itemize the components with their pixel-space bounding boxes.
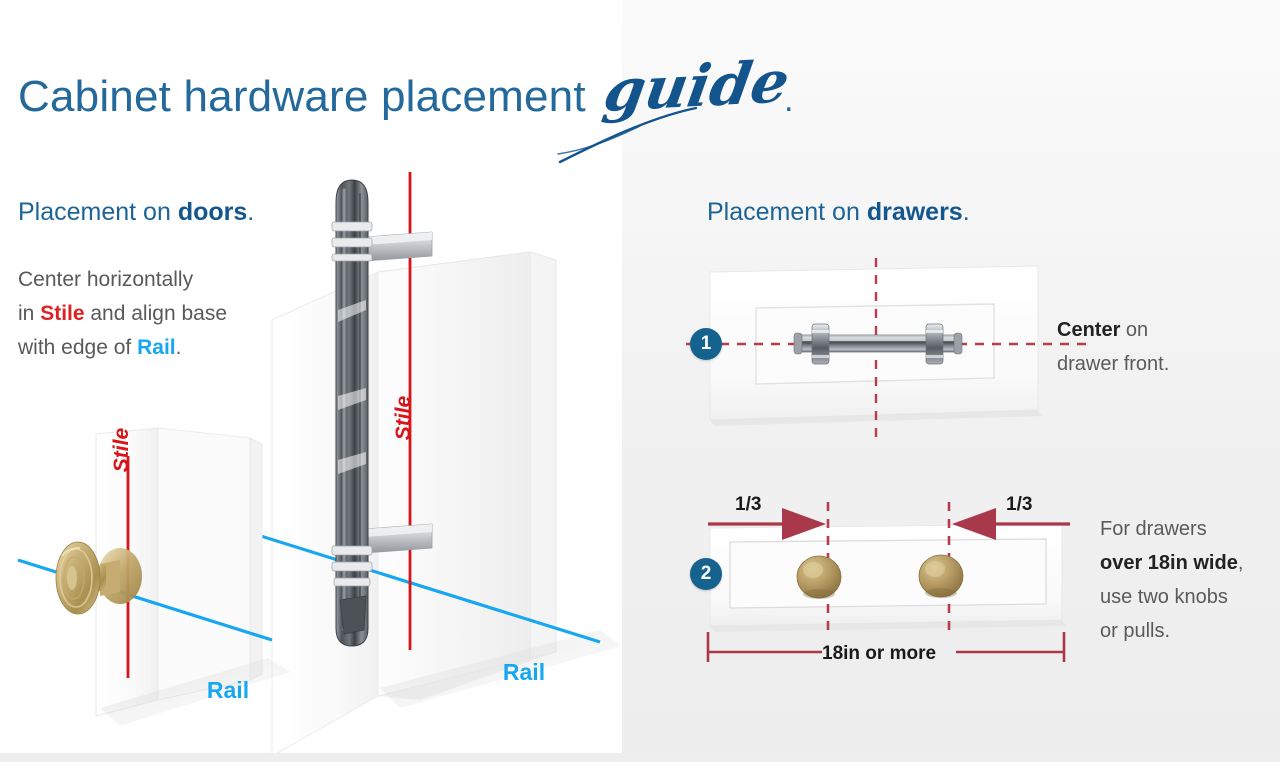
step-2-caption-line-4: or pulls. bbox=[1100, 620, 1171, 642]
door-panel-back bbox=[377, 251, 557, 700]
doors-copy-line-1: Center horizontally bbox=[18, 268, 194, 291]
knob-door-shadow bbox=[100, 658, 290, 726]
step-1-caption-line-1: Center on bbox=[1057, 313, 1257, 347]
label-rail-center: Rail bbox=[503, 659, 545, 685]
step-2-caption-bold: over 18in wide bbox=[1100, 552, 1238, 574]
keyword-rail: Rail bbox=[137, 336, 176, 359]
doors-body-copy: Center horizontally in Stile and align b… bbox=[18, 263, 318, 365]
drawer-step-1-illustration bbox=[686, 258, 1090, 438]
step-2-badge: 2 bbox=[690, 558, 722, 590]
label-stile-center: Stile bbox=[392, 396, 415, 441]
chrome-bar-pull bbox=[793, 323, 963, 365]
knob-door-back-panel bbox=[157, 427, 263, 701]
step-1-caption-bold: Center bbox=[1057, 319, 1121, 341]
keyword-stile: Stile bbox=[40, 302, 85, 325]
drawers-heading-bold: drawers bbox=[866, 198, 963, 226]
door-illustration: Stile Rail bbox=[17, 172, 622, 757]
doors-heading-suffix: . bbox=[247, 198, 255, 226]
copy-l2-pre: in bbox=[18, 302, 41, 325]
step-1-badge: 1 bbox=[690, 328, 722, 360]
bottom-band bbox=[0, 753, 1280, 762]
door-shadow-back bbox=[380, 630, 622, 708]
fraction-label-right: 1/3 bbox=[1006, 494, 1033, 515]
drawers-section-heading: Placement on drawers. bbox=[707, 198, 970, 227]
brass-knob-left bbox=[796, 555, 842, 599]
brass-knob-right bbox=[918, 554, 964, 598]
fraction-label-left: 1/3 bbox=[735, 494, 762, 515]
third-arrow-right bbox=[952, 508, 1070, 540]
doors-heading-bold: doors bbox=[177, 198, 248, 226]
copy-l2-post: and align base bbox=[84, 302, 227, 325]
doors-copy-line-3: with edge of Rail. bbox=[18, 331, 318, 365]
step-2-caption-line-1: For drawers bbox=[1100, 518, 1207, 540]
vertical-bar-pull bbox=[331, 179, 433, 647]
width-dimension-line bbox=[706, 632, 1066, 662]
drawers-heading-suffix: . bbox=[962, 198, 970, 226]
drawer-step-2-illustration bbox=[706, 502, 1070, 662]
doors-copy-line-2: in Stile and align base bbox=[18, 297, 318, 331]
step-2-caption: For drawers over 18in wide, use two knob… bbox=[1100, 512, 1280, 648]
copy-l3-post: . bbox=[175, 336, 182, 359]
label-stile-left: Stile bbox=[110, 428, 133, 473]
step-2-caption-line-2: over 18in wide, bbox=[1100, 546, 1280, 580]
drawers-heading-prefix: Placement on bbox=[707, 198, 867, 226]
third-arrow-left bbox=[708, 508, 826, 540]
drawer-front-2 bbox=[709, 523, 1066, 632]
width-dimension-label: 18in or more bbox=[822, 643, 937, 664]
page-title: Cabinet hardware placement guide . bbox=[18, 48, 794, 125]
doors-heading-prefix: Placement on bbox=[18, 198, 178, 226]
rail-guide-line-center bbox=[247, 530, 601, 644]
step-2-caption-line-3: use two knobs bbox=[1100, 586, 1228, 608]
copy-l3-pre: with edge of bbox=[18, 336, 138, 359]
step-1-caption-rest: on bbox=[1120, 319, 1149, 341]
step-1-caption: Center on drawer front. bbox=[1057, 313, 1257, 381]
label-rail-left: Rail bbox=[207, 677, 249, 703]
page-title-script: guide bbox=[598, 47, 794, 125]
step-1-caption-line-2: drawer front. bbox=[1057, 353, 1170, 375]
doors-section-heading: Placement on doors. bbox=[18, 198, 254, 227]
step-2-caption-comma: , bbox=[1237, 552, 1244, 574]
page-title-period: . bbox=[783, 81, 794, 119]
round-brass-knob bbox=[55, 541, 142, 615]
page-title-main: Cabinet hardware placement bbox=[18, 72, 586, 121]
